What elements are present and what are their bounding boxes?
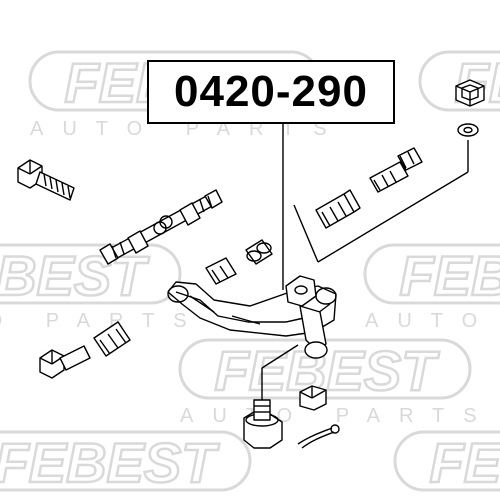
cross-shaft bbox=[99, 189, 223, 265]
svg-text:FEBEST: FEBEST bbox=[0, 431, 220, 494]
castle-nut bbox=[299, 385, 327, 411]
part-number-label: 0420-290 bbox=[147, 60, 395, 124]
washer bbox=[457, 123, 479, 137]
bolt-lower-left bbox=[39, 345, 91, 379]
hex-bolt bbox=[17, 159, 75, 201]
leader-lines bbox=[261, 124, 469, 400]
cotter-pin bbox=[297, 424, 340, 449]
bushing-medium bbox=[205, 257, 237, 285]
svg-text:FEBEST: FEBEST bbox=[400, 244, 500, 307]
svg-text:FEBEST: FEBEST bbox=[430, 431, 500, 494]
watermark-bottom-right: FEBEST bbox=[393, 430, 500, 495]
svg-text:AUTO PARTS: AUTO PARTS bbox=[0, 310, 206, 332]
control-arm bbox=[167, 275, 337, 359]
watermark-bottom-left: FEBEST bbox=[0, 430, 252, 495]
nut-top-right bbox=[455, 79, 485, 107]
svg-text:AUTO PARTS: AUTO PARTS bbox=[180, 405, 496, 427]
bushing-small bbox=[245, 239, 273, 265]
grease-fitting bbox=[369, 147, 423, 193]
svg-text:AUTO PARTS: AUTO PARTS bbox=[365, 310, 500, 332]
bushing-lower bbox=[93, 321, 131, 357]
ball-joint bbox=[243, 399, 283, 449]
part-number-text: 0420-290 bbox=[174, 67, 368, 116]
watermark-center: FEBEST AUTO PARTS bbox=[178, 338, 496, 427]
svg-text:FEBEST: FEBEST bbox=[0, 244, 150, 307]
watermark-top-right: FEBEST bbox=[418, 50, 500, 115]
parts bbox=[17, 79, 485, 449]
watermark-middle-right: FEBEST AUTO PARTS bbox=[363, 243, 500, 332]
bushing-upper bbox=[315, 189, 361, 229]
